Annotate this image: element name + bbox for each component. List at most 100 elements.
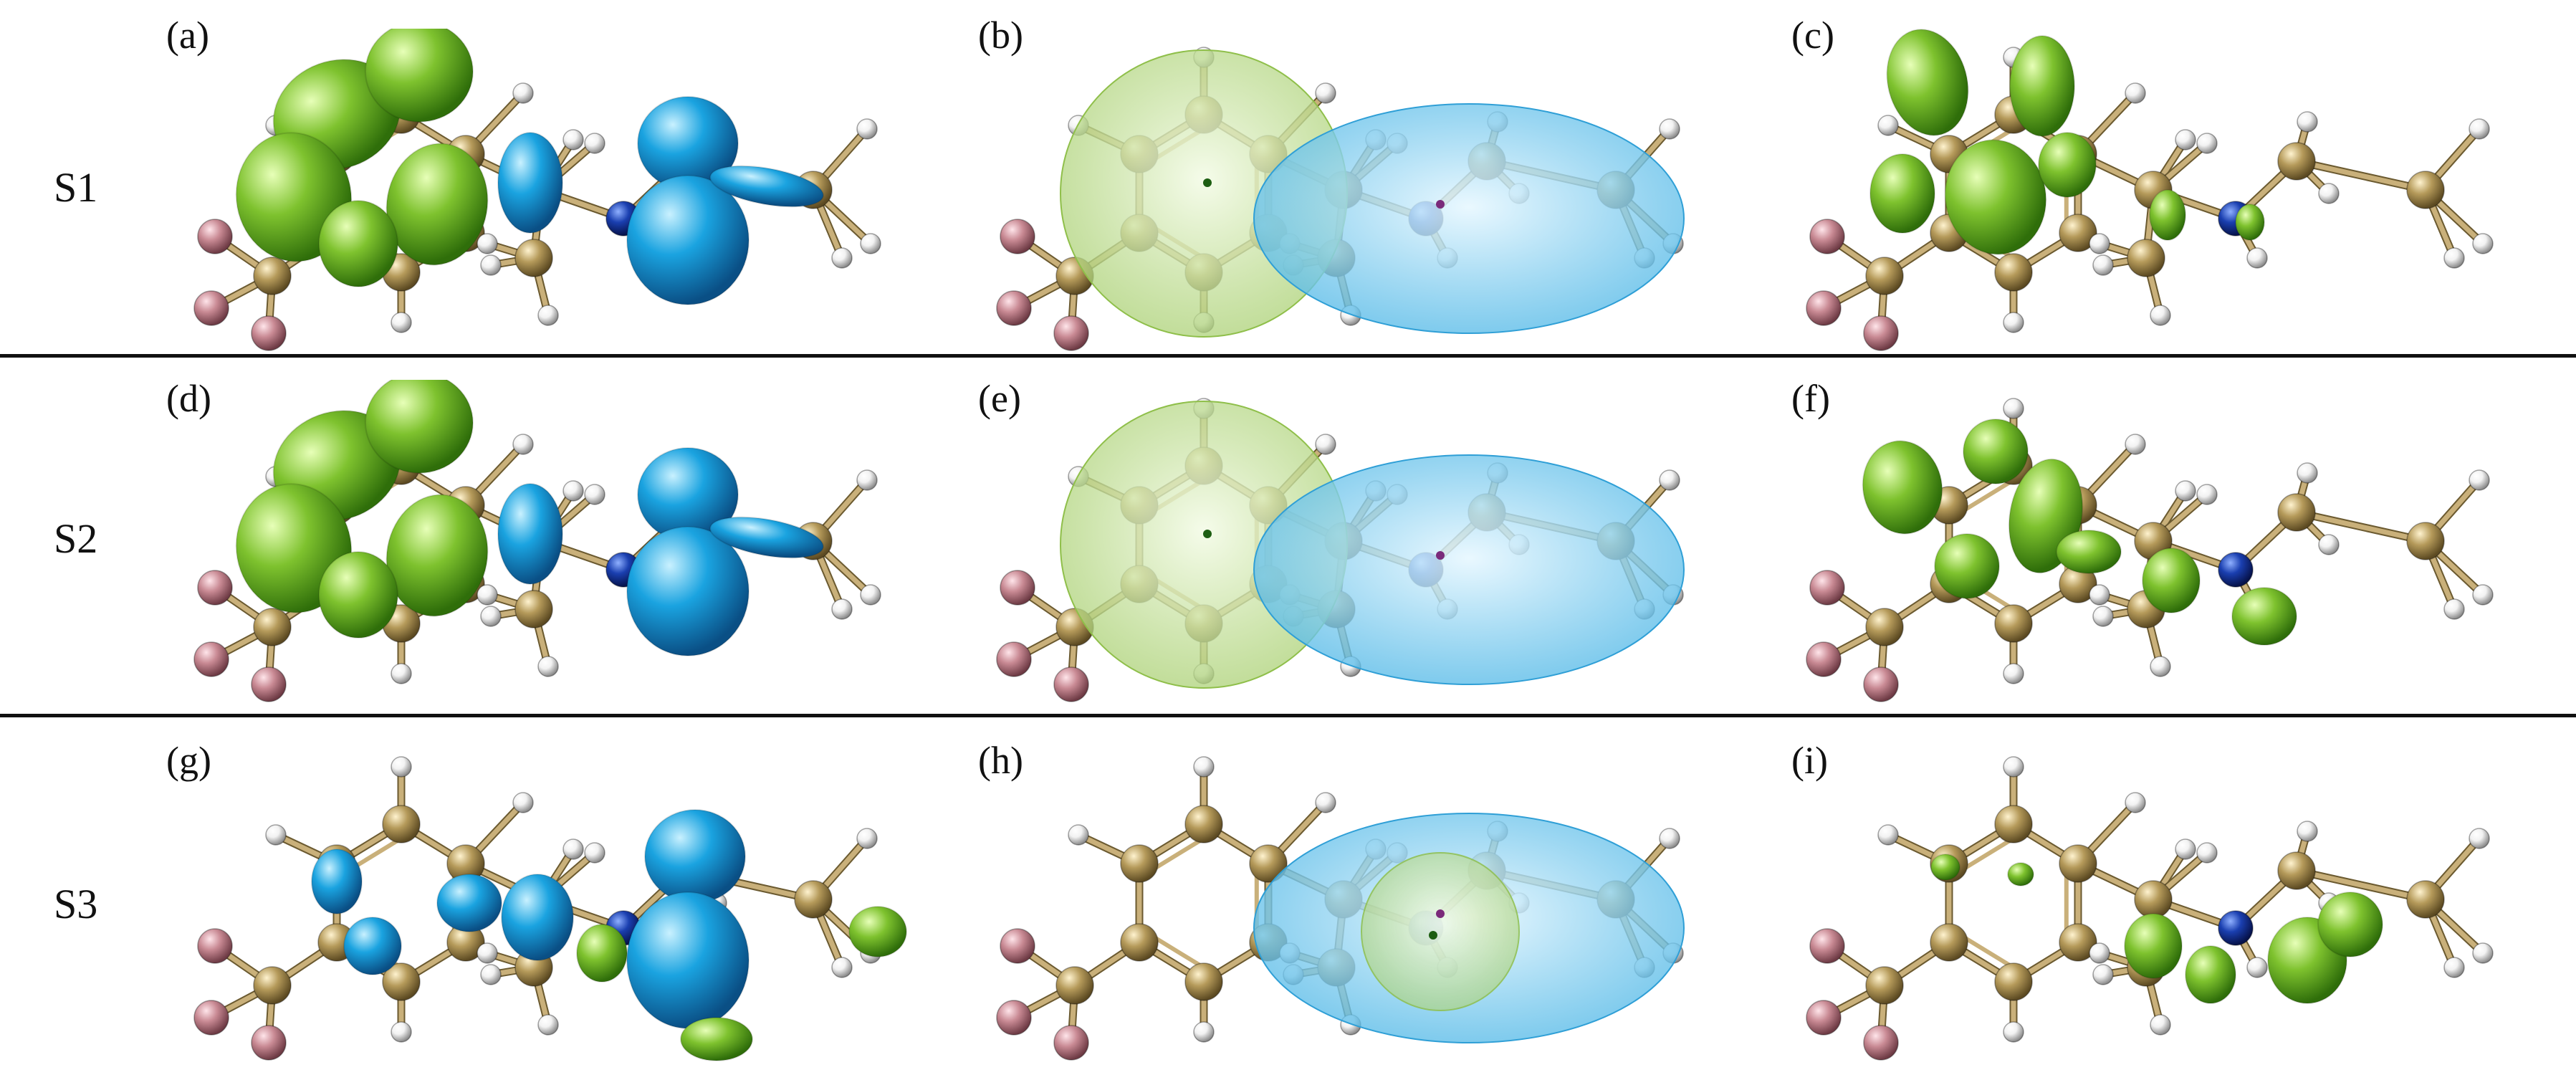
fluorine-atom: [1809, 928, 1845, 964]
fluorine-atom: [1863, 1025, 1899, 1061]
carbon-atom: [1930, 923, 1968, 962]
carbon-atom: [2059, 844, 2097, 883]
overlap-lobe: [2009, 35, 2075, 137]
hydrogen-atom: [831, 957, 853, 978]
carbon-atom: [253, 257, 292, 295]
overlap-lobe: [1944, 139, 2047, 255]
panel-label-f: (f): [1791, 377, 1830, 420]
carbon-atom: [2134, 880, 2173, 919]
carbon-atom: [2277, 851, 2316, 890]
hydrogen-atom: [391, 312, 412, 333]
carbon-atom: [1249, 844, 1288, 883]
hole-distribution: [1361, 852, 1520, 1011]
hydrogen-atom: [860, 584, 881, 606]
hydrogen-atom: [1315, 792, 1336, 813]
overlap-lobe: [2142, 548, 2201, 613]
fluorine-atom: [193, 290, 229, 326]
carbon-atom: [1120, 923, 1159, 962]
fluorine-atom: [1863, 666, 1899, 702]
hole-centroid: [1429, 931, 1437, 940]
hydrogen-atom: [2003, 1021, 2024, 1043]
hydrogen-atom: [2469, 469, 2490, 491]
fluorine-atom: [251, 1025, 287, 1061]
electron-lobe: [626, 526, 750, 656]
panel-i-molecule: [1806, 756, 2494, 1061]
hydrogen-atom: [562, 480, 584, 502]
hydrogen-atom: [584, 484, 605, 505]
electron-lobe: [311, 849, 363, 914]
fluorine-atom: [1053, 666, 1089, 702]
carbon-atom: [1865, 608, 1904, 646]
fluorine-atom: [1000, 928, 1035, 964]
hydrogen-atom: [1068, 824, 1089, 846]
hole-lobe: [365, 380, 474, 474]
electron-centroid: [1436, 551, 1445, 560]
hydrogen-atom: [2089, 233, 2110, 254]
hydrogen-atom: [2472, 584, 2494, 606]
carbon-atom: [2277, 493, 2316, 532]
hydrogen-atom: [2003, 756, 2024, 778]
electron-centroid: [1436, 909, 1445, 918]
hydrogen-atom: [477, 584, 498, 606]
electron-lobe: [709, 516, 824, 559]
fluorine-atom: [251, 666, 287, 702]
double-bond: [1958, 477, 2016, 515]
hydrogen-atom: [2297, 821, 2318, 842]
carbon-atom: [1994, 962, 2033, 1001]
electron-lobe: [501, 874, 574, 961]
electron-lobe: [709, 165, 824, 208]
overlap-lobe: [2124, 913, 2183, 979]
carbon-atom: [514, 590, 553, 628]
fluorine-atom: [1863, 315, 1899, 351]
hydrogen-atom: [537, 305, 559, 326]
nitrogen-atom: [2218, 552, 2254, 588]
carbon-atom: [2406, 171, 2445, 209]
hydrogen-atom: [512, 82, 534, 104]
hydrogen-atom: [2246, 957, 2268, 978]
fluorine-atom: [1806, 641, 1842, 677]
hydrogen-atom: [512, 434, 534, 455]
hole-lobe: [318, 551, 398, 639]
hydrogen-atom: [2003, 663, 2024, 684]
hydrogen-atom: [1659, 118, 1680, 140]
fluorine-atom: [996, 290, 1032, 326]
hydrogen-atom: [2175, 838, 2196, 860]
hydrogen-atom: [2150, 1014, 2171, 1036]
hydrogen-atom: [856, 828, 878, 849]
hydrogen-atom: [2472, 942, 2494, 964]
overlap-lobe: [2149, 189, 2186, 241]
hydrogen-atom: [2089, 584, 2110, 606]
fluorine-atom: [1806, 290, 1842, 326]
hydrogen-atom: [860, 233, 881, 254]
electron-lobe: [436, 874, 502, 932]
carbon-atom: [1994, 805, 2033, 843]
hydrogen-atom: [391, 663, 412, 684]
carbon-atom: [2059, 923, 2097, 962]
panel-e-molecule: [996, 398, 1685, 702]
carbon-atom: [253, 966, 292, 1005]
carbon-atom: [1994, 253, 2033, 292]
hydrogen-atom: [2443, 957, 2465, 978]
panel-h-molecule: [996, 756, 1685, 1061]
hydrogen-atom: [2150, 305, 2171, 326]
fluorine-atom: [251, 315, 287, 351]
panel-d-molecule: [193, 380, 881, 702]
fluorine-atom: [1809, 219, 1845, 254]
overlap-lobe: [2038, 132, 2097, 198]
overlap-lobe: [2231, 587, 2297, 646]
hydrogen-atom: [562, 838, 584, 860]
hydrogen-atom: [584, 842, 605, 864]
hydrogen-atom: [480, 254, 502, 276]
electron-lobe: [626, 892, 750, 1029]
hydrogen-atom: [477, 942, 498, 964]
hydrogen-atom: [1659, 828, 1680, 849]
panel-c-molecule: [1806, 29, 2494, 351]
hydrogen-atom: [480, 964, 502, 985]
row-divider-2: [0, 714, 2576, 717]
hydrogen-atom: [2003, 398, 2024, 419]
panel-label-c: (c): [1791, 14, 1834, 57]
overlap-lobe: [2317, 892, 2383, 957]
electron-lobe: [644, 809, 746, 904]
hydrogen-atom: [391, 756, 412, 778]
bond-highlight: [2294, 868, 2428, 902]
